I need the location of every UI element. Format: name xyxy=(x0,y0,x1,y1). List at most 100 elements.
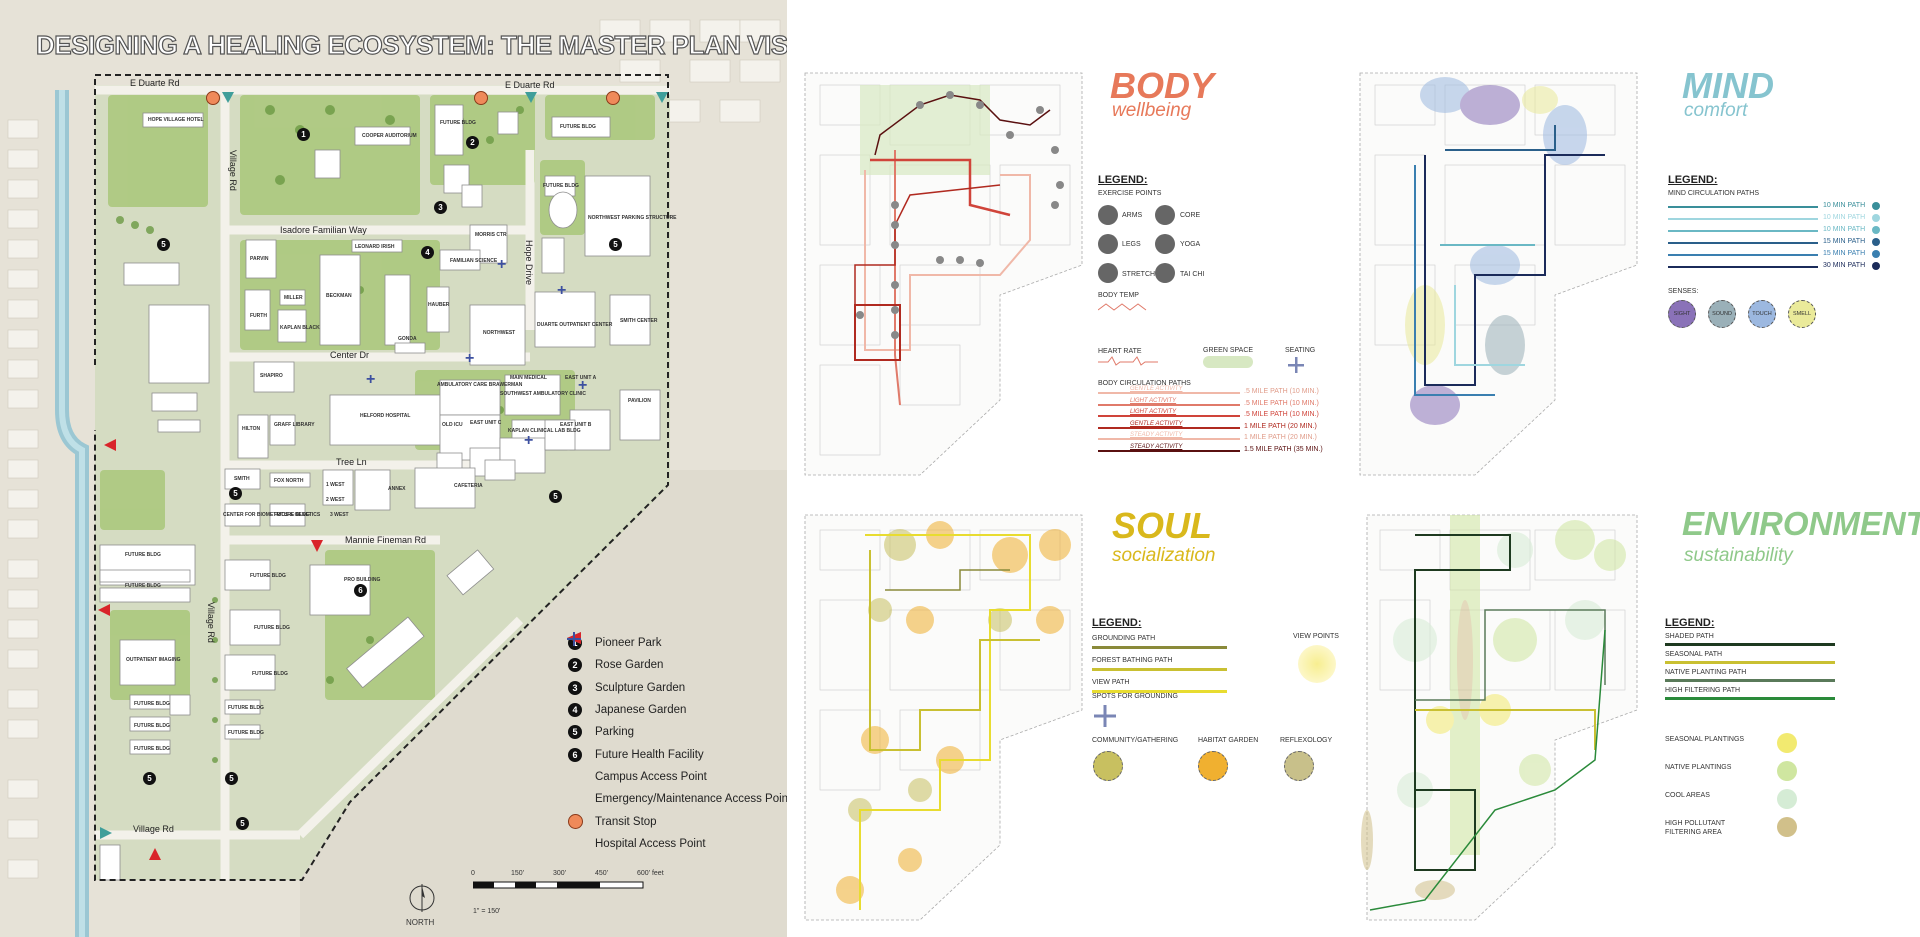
building-label: SMITH xyxy=(234,476,250,482)
building-label: FUTURE BLDG xyxy=(228,705,264,711)
path-swatch xyxy=(1665,643,1835,646)
path-label: SHADED PATH xyxy=(1665,633,1714,640)
building-label: PRO BUILDING xyxy=(344,577,381,583)
tai-chi-icon xyxy=(1155,263,1175,283)
body-circulation-heading: BODY CIRCULATION PATHS xyxy=(1098,380,1191,387)
area-label: COOL AREAS xyxy=(1665,792,1710,799)
path-label: 10 MIN PATH xyxy=(1823,202,1866,209)
road-label: E Duarte Rd xyxy=(505,80,555,90)
community-gathering-icon xyxy=(1093,751,1123,781)
hospital-access-icon: + xyxy=(366,371,376,388)
soul-subtitle: socialization xyxy=(1112,545,1216,566)
building-label: FURTH xyxy=(250,313,267,319)
hospital-access-icon: + xyxy=(465,350,475,367)
legend-number: 4 xyxy=(568,703,582,718)
marker-parking: 5 xyxy=(549,490,562,503)
path-end-icon xyxy=(1872,226,1880,234)
road-label: Mannie Fineman Rd xyxy=(345,535,427,545)
building-label: 2 WEST xyxy=(326,497,345,503)
body-legend-title: LEGEND: xyxy=(1098,174,1148,186)
path-swatch xyxy=(1668,218,1818,220)
area-swatch xyxy=(1777,733,1797,753)
building-label: BECKMAN xyxy=(326,293,352,299)
road-label: Hope Drive xyxy=(524,240,534,286)
exercise-heading: EXERCISE POINTS xyxy=(1098,190,1162,197)
transit-stop-icon xyxy=(474,91,488,105)
marker-sculpture-garden: 3 xyxy=(434,201,447,214)
north-arrow-icon xyxy=(409,884,435,912)
path-label: 15 MIN PATH xyxy=(1823,250,1866,257)
building-label: FOX NORTH xyxy=(274,478,304,484)
path-swatch xyxy=(1098,392,1240,394)
soul-quadrant: SOUL socialization LEGEND: GROUNDING PAT… xyxy=(800,505,1360,925)
master-plan-map xyxy=(0,0,787,937)
building-label: FUTURE BLDG xyxy=(134,701,170,707)
path-activity: STEADY ACTIVITY xyxy=(1130,444,1183,450)
path-swatch xyxy=(1098,438,1240,441)
path-swatch xyxy=(1668,206,1818,208)
road-label: Center Dr xyxy=(330,350,370,360)
view-points-label: VIEW POINTS xyxy=(1293,633,1339,640)
legend-number: 3 xyxy=(568,680,582,695)
path-end-icon xyxy=(1872,238,1880,246)
building-label: GONDA xyxy=(398,336,417,342)
path-end-icon xyxy=(1872,262,1880,270)
emergency-access-icon xyxy=(104,439,116,451)
path-label: 15 MIN PATH xyxy=(1823,238,1866,245)
path-swatch xyxy=(1092,690,1227,693)
marker-parking: 5 xyxy=(143,772,156,785)
building-label: MAIN MEDICAL xyxy=(510,375,547,381)
marker-rose-garden: 2 xyxy=(466,136,479,149)
legend-number: 6 xyxy=(568,747,582,762)
path-swatch xyxy=(1665,697,1835,700)
legend-row-campus-access: Campus Access Point xyxy=(567,632,787,788)
building-label: HELFORD HOSPITAL xyxy=(360,413,411,419)
mind-legend-title: LEGEND: xyxy=(1668,174,1718,186)
view-points-icon xyxy=(1298,645,1336,683)
path-swatch xyxy=(1668,242,1818,244)
path-label: .5 MILE PATH (10 MIN.) xyxy=(1244,388,1319,395)
community-label: COMMUNITY/GATHERING xyxy=(1092,737,1179,744)
scale-tick: 150' xyxy=(511,870,525,877)
building-label: FUTURE BLDG xyxy=(560,124,596,130)
exercise-label: ARMS xyxy=(1122,212,1143,219)
core-icon xyxy=(1155,205,1175,225)
building-label: FUTURE BLDG xyxy=(250,573,286,579)
building-label: FUTURE BLDG xyxy=(274,512,310,518)
marker-parking: 5 xyxy=(225,772,238,785)
marker-japanese-garden: 4 xyxy=(421,246,434,259)
building-label: HAUBER xyxy=(428,302,450,308)
green-space-swatch xyxy=(1203,356,1253,368)
path-label: 10 MIN PATH xyxy=(1823,214,1866,221)
orange-circle-icon xyxy=(567,814,583,830)
marker-future-health: 6 xyxy=(354,584,367,597)
mind-title: MIND xyxy=(1682,65,1774,106)
exercise-label: YOGA xyxy=(1180,241,1201,248)
path-swatch xyxy=(1668,230,1818,232)
habitat-label: HABITAT GARDEN xyxy=(1198,737,1259,744)
legend-label: Parking xyxy=(595,726,634,739)
area-label: HIGH POLLUTANT xyxy=(1665,820,1726,827)
building-label: EAST UNIT A xyxy=(565,375,597,381)
road-label: Village Rd xyxy=(228,150,238,191)
master-plan-panel: DESIGNING A HEALING ECOSYSTEM: THE MASTE… xyxy=(0,0,787,937)
heart-rate-icon xyxy=(1098,356,1158,366)
building-label: FUTURE BLDG xyxy=(134,746,170,752)
building-label: FUTURE BLDG xyxy=(254,625,290,631)
legend-number: 2 xyxy=(568,658,582,673)
body-subtitle: wellbeing xyxy=(1112,100,1192,121)
path-activity: LIGHT ACTIVITY xyxy=(1130,397,1177,404)
marker-parking: 5 xyxy=(236,817,249,830)
path-activity: STEADY ACTIVITY xyxy=(1130,432,1183,439)
path-label: 1 MILE PATH (20 MIN.) xyxy=(1244,434,1317,442)
emergency-access-icon xyxy=(149,848,161,860)
hospital-access-icon: + xyxy=(557,282,567,299)
path-swatch xyxy=(1092,668,1227,671)
legs-icon xyxy=(1098,234,1118,254)
legend-row-pioneer-park: 1Pioneer Park xyxy=(567,632,787,654)
building-label: HOPE VILLAGE HOTEL xyxy=(148,117,204,123)
area-swatch xyxy=(1777,789,1797,809)
sense-sight-icon: SIGHT xyxy=(1668,300,1696,328)
